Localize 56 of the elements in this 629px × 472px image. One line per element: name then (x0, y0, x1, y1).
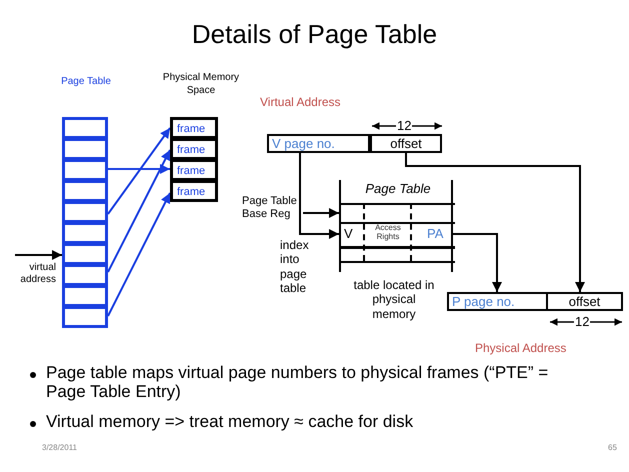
frame-box (170, 117, 218, 139)
field-label: V page no. (272, 137, 335, 152)
slide-title: Details of Page Table (190, 20, 438, 49)
valid-bit: V (344, 227, 353, 242)
table-row (62, 222, 108, 244)
table-row (62, 138, 108, 160)
table-heading: Page Table (60, 76, 112, 87)
frame-address: PA (427, 227, 444, 242)
table-row (62, 159, 108, 181)
register-label-text: Page Table Base Reg (242, 195, 297, 220)
address-register (447, 292, 623, 356)
arrow (405, 153, 585, 292)
field-label: offset (389, 137, 423, 152)
table-row (341, 203, 455, 224)
arrow (15, 250, 62, 260)
table-row (62, 117, 108, 139)
address-label-text: virtual address (19, 262, 56, 286)
table-row (62, 243, 108, 265)
page-table (339, 180, 453, 272)
table-row (62, 264, 108, 286)
frame-label: frame (177, 144, 206, 156)
arrow (107, 127, 171, 215)
table-heading: Page Table (364, 182, 432, 196)
address-field (447, 292, 548, 311)
bullet-point: Page table maps virtual page numbers to physical frames (“PTE” = Page Table Entry) (46, 364, 550, 402)
slide-number: 65 (608, 444, 617, 453)
field-label: P page no. (452, 295, 515, 310)
frame-label: frame (177, 186, 206, 198)
address-field (267, 134, 370, 153)
frame-box (170, 180, 218, 202)
table-entry (341, 223, 455, 248)
address-heading: Physical Address (475, 342, 566, 356)
address-field (546, 292, 623, 311)
table-row (62, 180, 108, 202)
access-rights: Access Rights (374, 224, 402, 242)
slide-date: 3/28/2011 (42, 444, 77, 453)
table-row (62, 285, 108, 307)
frame-box (170, 138, 218, 160)
arrow (299, 153, 339, 239)
table-row (62, 306, 108, 328)
arrow (453, 233, 502, 292)
arrow (107, 192, 171, 316)
address-heading: Virtual Address (260, 96, 340, 110)
frame-label: frame (177, 123, 206, 136)
bullet-point: Virtual memory => treat memory ≈ cache for disk (46, 413, 414, 432)
arrow (107, 150, 171, 272)
arrow (108, 164, 170, 174)
memory-heading: Physical Memory Space (162, 72, 240, 97)
frame-label: frame (177, 165, 206, 178)
table-row (341, 247, 455, 263)
table-caption: table located in physical memory (352, 278, 436, 322)
table-row (62, 201, 108, 223)
field-label: offset (568, 295, 602, 310)
address-field (370, 134, 442, 153)
arrow (303, 208, 339, 218)
frame-box (170, 159, 218, 181)
